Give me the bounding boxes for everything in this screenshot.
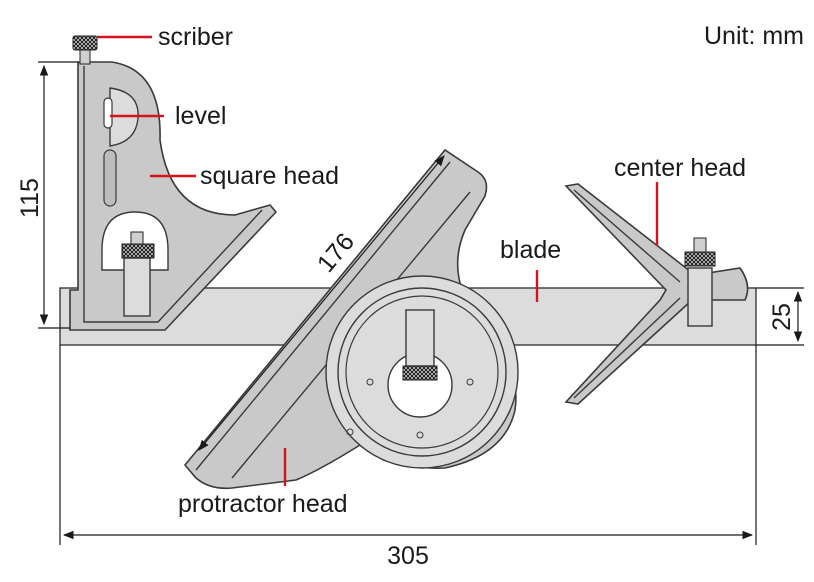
dimension-square-height: 115: [16, 61, 78, 329]
scriber: [72, 35, 98, 65]
label-protractor-head: protractor head: [178, 490, 348, 518]
label-level: level: [175, 102, 226, 130]
center-head: [564, 183, 749, 405]
unit-label: Unit: mm: [704, 22, 804, 50]
overall-length-value: 305: [387, 542, 429, 570]
label-square-head: square head: [200, 162, 339, 190]
dimension-blade-width: 25: [756, 287, 804, 346]
dimension-overall-length: 305: [59, 345, 757, 570]
blade-width-value: 25: [768, 303, 796, 331]
label-blade: blade: [500, 236, 561, 264]
label-center-head: center head: [614, 154, 746, 182]
leader-lines: [97, 35, 659, 486]
square-height-value: 115: [16, 178, 44, 218]
label-scriber: scriber: [158, 23, 233, 51]
